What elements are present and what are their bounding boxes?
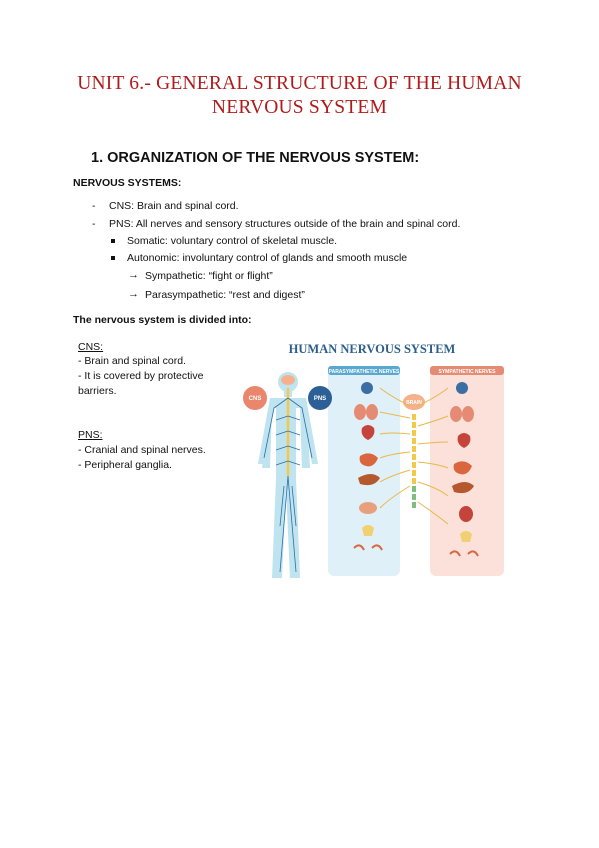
parasympathetic-header: [328, 366, 400, 375]
parasympathetic-label: PARASYMPATHETIC NERVES: [329, 369, 400, 375]
parasympathetic-panel: [328, 366, 400, 576]
sympathetic-label: SYMPATHETIC NERVES: [439, 369, 497, 375]
human-body-figure: [258, 372, 318, 578]
arrow-icon: →: [128, 288, 139, 300]
bullet-cns: CNS: Brain and spinal cord.: [109, 200, 239, 212]
bullet-sympathetic: Sympathetic: “fight or flight”: [145, 270, 273, 282]
pns-line-1: - Cranial and spinal nerves.: [78, 444, 206, 456]
cns-label: CNS:: [78, 341, 104, 353]
brain-icon: [403, 394, 425, 410]
bullet-autonomic: Autonomic: involuntary control of glands…: [127, 252, 408, 264]
spinal-chain: [412, 414, 416, 508]
title-line-1: UNIT 6.- GENERAL STRUCTURE OF THE HUMAN: [77, 73, 522, 94]
nerve-connections: [379, 387, 449, 525]
brain-label: BRAIN: [406, 400, 422, 406]
diagram-title: HUMAN NERVOUS SYSTEM: [289, 342, 456, 356]
bullet-somatic: Somatic: voluntary control of skeletal m…: [127, 235, 338, 247]
sympathetic-header: [430, 366, 504, 375]
parasympathetic-organs: [353, 382, 383, 551]
pns-line-2: - Peripheral ganglia.: [78, 459, 172, 471]
pns-badge-label: PNS: [314, 396, 326, 402]
dash-marker: -: [92, 218, 96, 230]
bullet-pns: PNS: All nerves and sensory structures o…: [109, 218, 461, 230]
cns-line-3: barriers.: [78, 385, 117, 397]
nervous-system-diagram: HUMAN NERVOUS SYSTEM PARASYMPATHETIC NER…: [243, 342, 504, 578]
bullet-parasympathetic: Parasympathetic: “rest and digest”: [145, 289, 305, 301]
cns-line-2: - It is covered by protective: [78, 370, 204, 382]
pns-badge: [308, 386, 332, 410]
divided-heading: The nervous system is divided into:: [73, 314, 252, 326]
section-heading: 1. ORGANIZATION OF THE NERVOUS SYSTEM:: [91, 150, 420, 166]
cns-badge-label: CNS: [249, 396, 262, 402]
cns-badge: [243, 386, 267, 410]
arrow-icon: →: [128, 269, 139, 281]
sympathetic-organs: [449, 382, 479, 557]
dash-marker: -: [92, 200, 96, 212]
pns-label: PNS:: [78, 429, 103, 441]
square-bullet-icon: [111, 256, 115, 260]
subheading-nervous-systems: NERVOUS SYSTEMS:: [73, 177, 182, 189]
document-title: UNIT 6.- GENERAL STRUCTURE OF THE HUMAN …: [40, 72, 559, 120]
square-bullet-icon: [111, 239, 115, 243]
title-line-2: NERVOUS SYSTEM: [211, 97, 388, 118]
cns-line-1: - Brain and spinal cord.: [78, 355, 186, 367]
